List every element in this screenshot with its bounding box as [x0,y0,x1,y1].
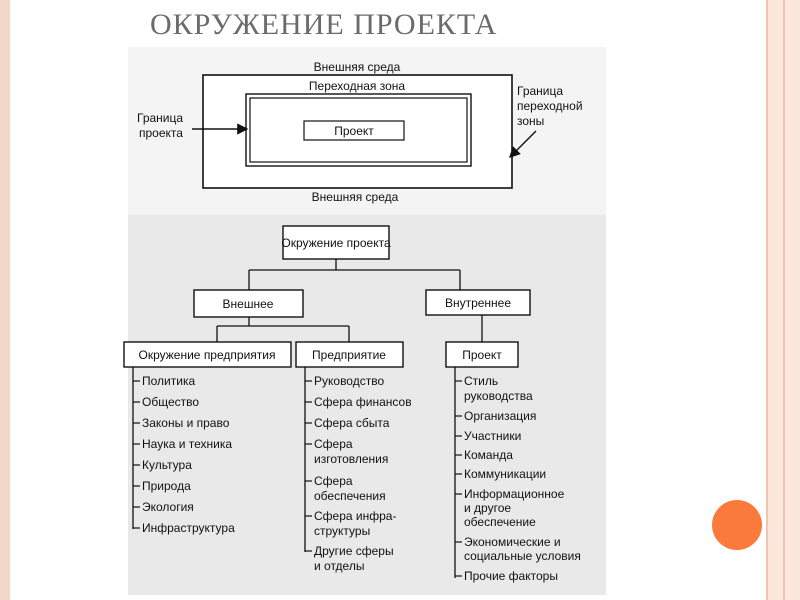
column1-header-label: Окружение предприятия [139,348,276,362]
column2-item: и отделы [314,559,364,573]
project-box [303,120,405,141]
column3-item: социальные условия [464,549,581,563]
transition-boundary-label-line2: переходной [517,99,583,113]
column1-item: Законы и право [142,416,230,430]
column3-item: обеспечение [464,515,536,529]
column1-header-box [123,341,292,368]
column1-item: Экология [142,500,194,514]
column2-item: Сфера [314,437,353,451]
column2-item: Сфера [314,474,353,488]
column2-item: структуры [314,524,370,538]
column2-header-box [295,341,404,368]
column2-item: Руководство [314,374,384,388]
column1-item: Природа [142,479,191,493]
column2-item: Сфера финансов [314,395,412,409]
column2-item: Другие сферы [314,544,394,558]
column3-item: и другое [464,501,511,515]
column3-item: Экономические и [464,535,561,549]
transition-boundary-label-line3: зоны [517,114,544,128]
column2-items: Руководство Сфера финансов Сфера сбыта С… [305,374,412,573]
root-box [282,225,390,260]
slide-left-border [0,0,10,600]
column3-item: Участники [464,429,521,443]
root-label: Окружение проекта [281,236,391,250]
column3-item: Информационное [464,487,565,501]
external-box [193,289,304,318]
column1-item: Культура [142,458,192,472]
column1-item: Наука и техника [142,437,232,451]
column2-item: изготовления [314,452,388,466]
column1-items: Политика Общество Законы и право Наука и… [133,374,235,535]
project-boundary-label-line2: проекта [139,126,183,140]
column3-header-label: Проект [462,348,502,362]
project-label: Проект [334,124,374,138]
transition-boundary-arrow [509,130,537,158]
column3-item: Команда [464,448,513,462]
orange-circle-decoration [712,500,762,550]
transition-zone-label: Переходная зона [309,79,405,93]
column3-item: руководства [464,389,533,403]
column3-item: Коммуникации [464,467,546,481]
external-label: Внешнее [223,297,274,311]
slide-right-border-line [783,0,785,600]
internal-label: Внутреннее [445,296,511,310]
project-boundary-label-line1: Граница [137,111,183,125]
slide-title: ОКРУЖЕНИЕ ПРОЕКТА [150,8,498,41]
column3-item: Стиль [464,374,498,388]
column1-item: Инфраструктура [142,521,235,535]
column1-item: Политика [142,374,195,388]
column3-items: Стиль руководства Организация Участники … [455,374,581,583]
column3-item: Организация [464,409,536,423]
outer-environment-top-label: Внешняя среда [314,60,401,74]
internal-box [425,289,531,316]
column3-item: Прочие факторы [464,569,558,583]
transition-boundary-label-line1: Граница [517,84,563,98]
column2-item: Сфера инфра- [314,509,396,523]
column2-header-label: Предприятие [312,348,386,362]
column1-item: Общество [142,395,199,409]
outer-environment-bottom-label: Внешняя среда [312,190,399,204]
project-boundary-box [249,97,468,163]
column2-item: обеспечения [314,489,386,503]
column2-item: Сфера сбыта [314,416,390,430]
column3-header-box [445,341,519,368]
